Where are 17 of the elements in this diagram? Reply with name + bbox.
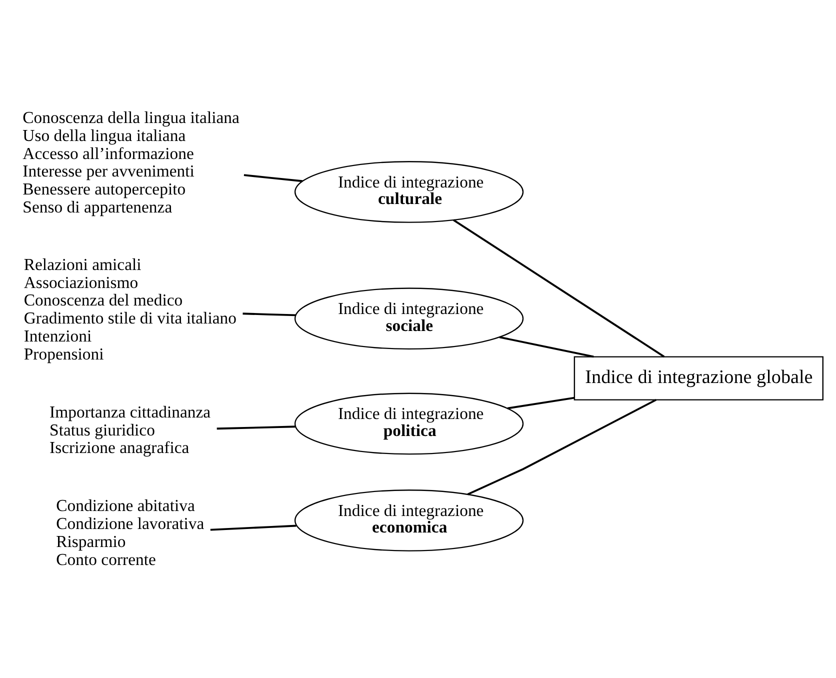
connector [453,218,665,357]
node-ellipse: Indice di integrazione economica [294,489,524,551]
connector [216,425,296,430]
node-ellipse: Indice di integrazione sociale [294,287,524,350]
connector [244,174,302,182]
connector [210,524,296,530]
node-text: Relazioni amicali Associazionismo Conoscenza del medico Gradimento stile di vita italiano Intenzioni Propensioni [24,254,237,363]
node-ellipse: Indice di integrazione politica [294,392,524,454]
node-text: Condizione abitativa Condizione lavorativa Risparmio Conto corrente [56,496,204,568]
connector [499,336,594,358]
node-ellipse: Indice di integrazione culturale [294,160,524,222]
node-box: Indice di integrazione globale [574,356,824,400]
connector [467,398,657,495]
connector [242,312,296,316]
node-text: Conoscenza della lingua italiana Uso della lingua italiana Accesso all’informazione Interesse per avvenimenti Benessere autopercepito Senso di appartenenza [22,107,240,216]
connector [507,396,574,409]
node-text: Importanza cittadinanza Status giuridico Iscrizione anagrafica [50,402,211,457]
